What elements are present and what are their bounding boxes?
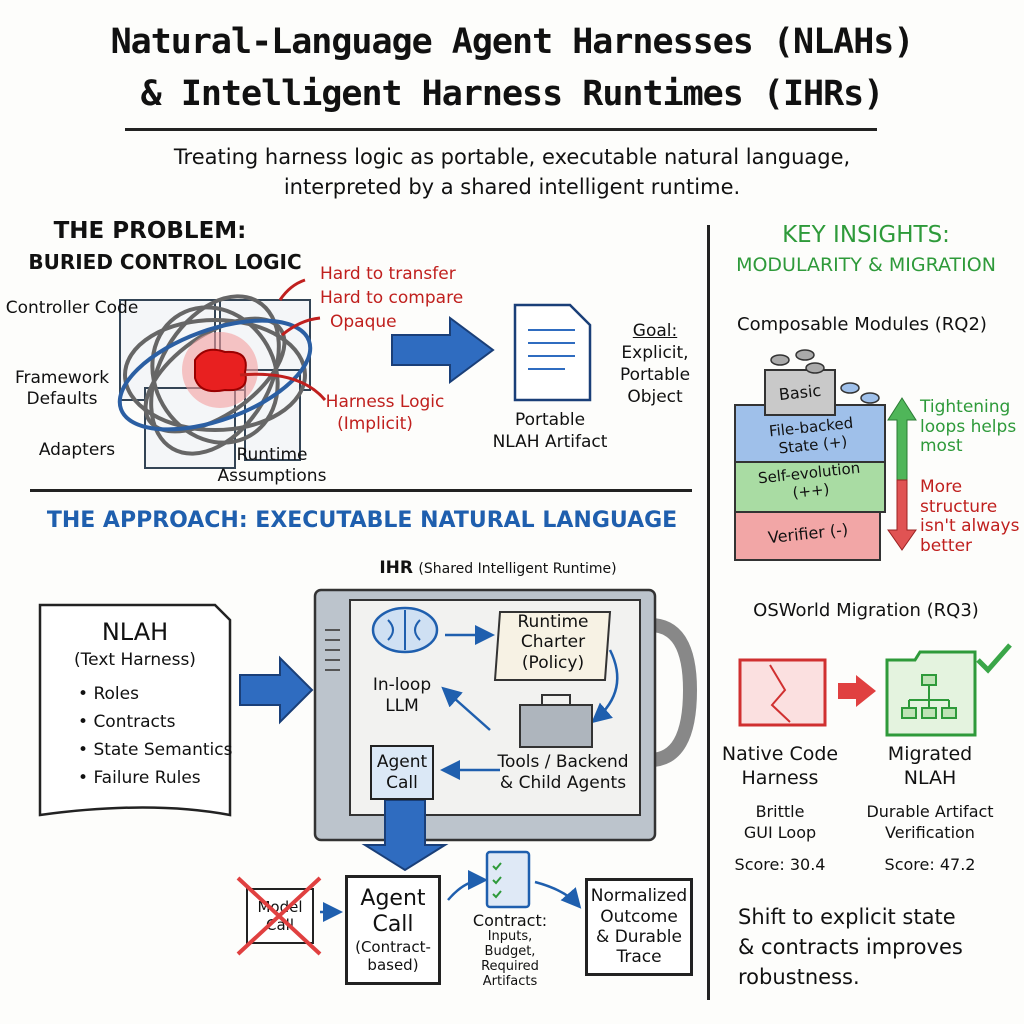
goal-line: Object <box>627 387 683 408</box>
subtitle-line-1: Treating harness logic as portable, exec… <box>173 145 851 169</box>
ihr-subtitle: (Shared Intelligent Runtime) <box>418 561 617 577</box>
tangled-code-illustration <box>117 294 313 469</box>
label-controller-code: Controller Code <box>5 298 139 318</box>
ihr-name: IHR <box>379 558 414 578</box>
insights-title: KEY INSIGHTS: <box>782 222 950 248</box>
label-adapters: Adapters <box>38 440 116 460</box>
module-blocks <box>734 349 1012 737</box>
goal-label: Goal: <box>632 321 678 341</box>
label-framework-defaults: Framework Defaults <box>14 368 110 410</box>
clipboard-icon <box>485 850 531 909</box>
issue-hard-to-compare: Hard to compare <box>320 288 464 308</box>
arrows-and-document <box>239 278 592 402</box>
artifact-label-1: Portable <box>514 410 586 430</box>
conclusion-text: Shift to explicit state& contracts impro… <box>738 905 963 989</box>
native-score: Score: 30.4 <box>734 855 826 874</box>
title-line-1: Natural-Language Agent Harnesses (NLAHs) <box>110 22 915 62</box>
nlah-item: • Failure Rules <box>78 768 201 788</box>
goal-line: Explicit, <box>621 343 689 364</box>
problem-subtitle: BURIED CONTROL LOGIC <box>28 250 302 274</box>
nlah-item: • Roles <box>78 684 139 704</box>
problem-title: THE PROBLEM: <box>53 218 247 244</box>
label-runtime-assumptions: Runtime Assumptions <box>217 445 327 487</box>
toolbox-icon <box>519 704 593 748</box>
harness-logic-label: Harness Logic <box>325 392 445 412</box>
subtitle-line-2: interpreted by a shared intelligent runt… <box>283 175 741 199</box>
issue-hard-to-transfer: Hard to transfer <box>320 264 456 284</box>
tools-label: Tools / Backend& Child Agents <box>497 752 629 794</box>
insights-subtitle: MODULARITY & MIGRATION <box>736 254 996 276</box>
nlah-subtitle: (Text Harness) <box>74 650 196 670</box>
harness-logic-implicit: (Implicit) <box>337 414 413 434</box>
approach-title: THE APPROACH: EXECUTABLE NATURAL LANGUAG… <box>46 508 678 533</box>
nlah-item-list: • Roles • Contracts • State Semantics • … <box>78 680 232 792</box>
nlah-document-icon <box>38 603 232 817</box>
blue-arrow-icon <box>391 316 495 384</box>
title-underline <box>125 128 877 131</box>
nlah-title: NLAH <box>101 618 169 646</box>
modules-title: Composable Modules (RQ2) <box>737 314 987 335</box>
ihr-label: IHR (Shared Intelligent Runtime) <box>379 558 616 578</box>
artifact-label-2: NLAH Artifact <box>492 432 608 452</box>
goal-line: Portable <box>619 365 691 386</box>
title-line-2: & Intelligent Harness Runtimes (IHRs) <box>140 74 885 114</box>
folder-icon <box>885 650 977 737</box>
migrated-score: Score: 47.2 <box>884 855 976 874</box>
issue-opaque: Opaque <box>330 312 397 332</box>
nlah-item: • State Semantics <box>78 740 233 760</box>
document-icon <box>513 303 592 402</box>
vertical-divider <box>707 225 710 1000</box>
charter-scroll-icon <box>493 611 612 681</box>
cross-icon <box>236 876 322 956</box>
checkmark-icon <box>976 643 1012 674</box>
migration-title: OSWorld Migration (RQ3) <box>753 600 979 621</box>
nlah-item: • Contracts <box>78 712 176 732</box>
horizontal-divider <box>30 489 692 492</box>
